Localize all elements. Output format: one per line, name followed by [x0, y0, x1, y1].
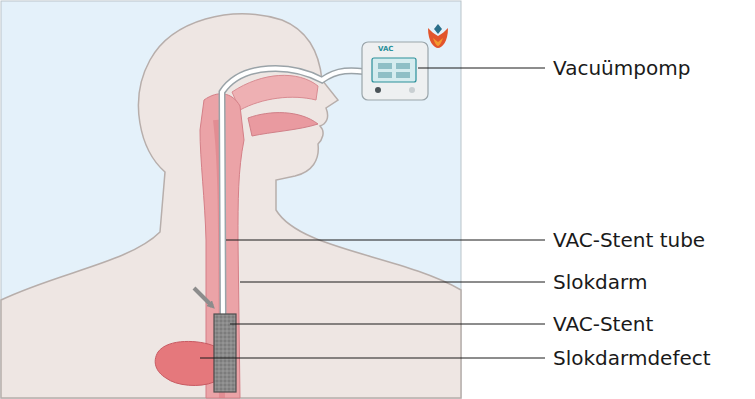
pump-display-bar [396, 72, 410, 78]
esophageal-defect [155, 341, 214, 385]
part-label: Slokdarmdefect [553, 346, 711, 370]
leader-line [240, 282, 545, 283]
background-panel [1, 1, 461, 398]
vac-stent [214, 314, 236, 392]
body-silhouette [1, 14, 461, 398]
mouth-cavity [248, 113, 318, 136]
pump-button [409, 87, 415, 93]
pump-display-bar [396, 63, 410, 69]
leader-line [200, 358, 545, 359]
part-label: Slokdarm [553, 270, 647, 294]
part-label: VAC-Stent tube [553, 228, 705, 252]
tube [222, 69, 378, 318]
leader-line [230, 324, 545, 325]
pump-display-bar [378, 63, 392, 69]
logo [428, 24, 448, 48]
part-label: VAC-Stent [553, 312, 653, 336]
device-text: VAC [378, 45, 394, 54]
pump-screen [372, 58, 416, 82]
pump-housing [362, 42, 428, 100]
pump-button [375, 87, 381, 93]
nasal-cavity [232, 75, 318, 110]
pointer-arrow [194, 288, 212, 306]
leader-line [226, 240, 545, 241]
part-label: Vacuümpomp [553, 56, 690, 80]
tube-outline [222, 69, 378, 318]
pump-display-bar [378, 72, 392, 78]
leader-line [418, 68, 545, 69]
